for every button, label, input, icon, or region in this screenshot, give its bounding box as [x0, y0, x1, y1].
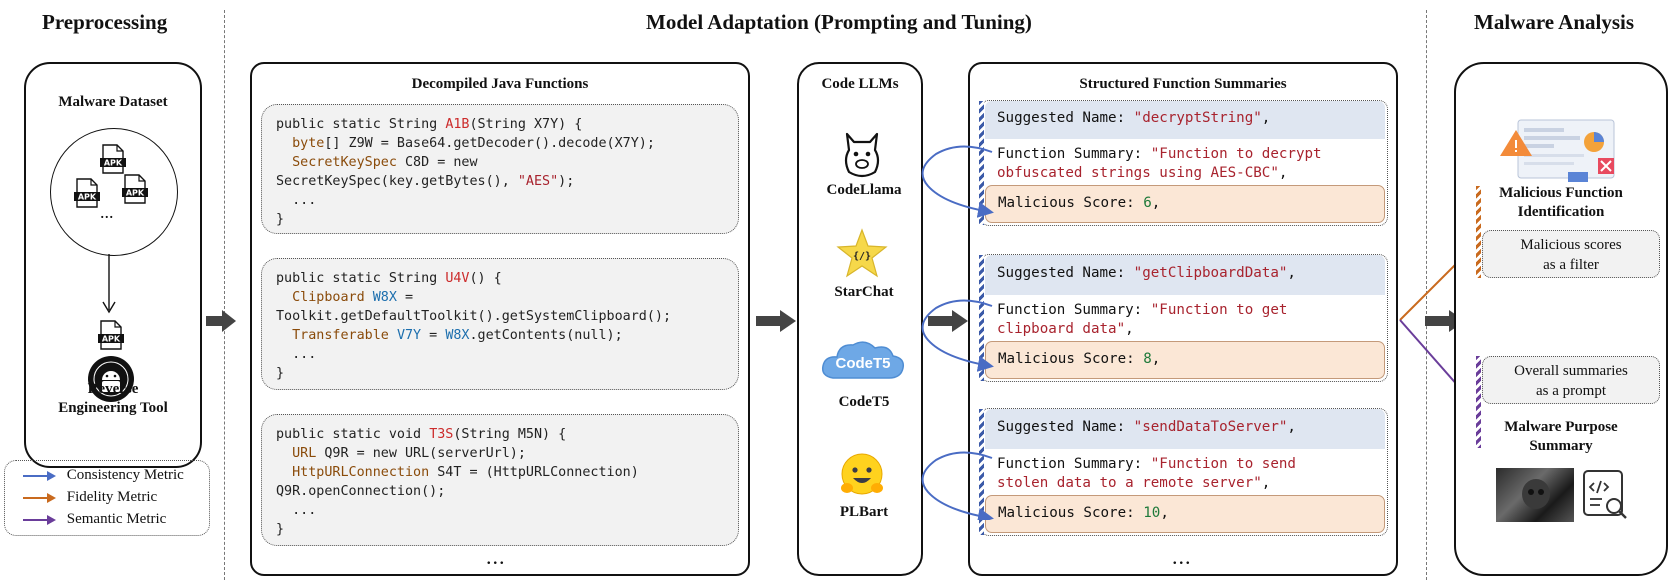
malicious-identification-title: Malicious Function Identification	[1456, 184, 1666, 222]
function-summary-field: Function Summary: "Function to send stol…	[985, 451, 1385, 495]
legend-label: Semantic Metric	[66, 511, 167, 527]
prompt-box: Overall summaries as a prompt	[1482, 356, 1660, 404]
llm-title: Code LLMs	[821, 76, 899, 92]
decompiled-title: Decompiled Java Functions	[411, 76, 589, 92]
llm-panel: Code LLMs CodeLlama {/} StarChat CodeT5 …	[797, 62, 923, 576]
suggested-name-field: Suggested Name: "decryptString",	[985, 101, 1385, 139]
summary-group-2: Suggested Name: "getClipboardData", Func…	[979, 254, 1388, 382]
summaries-title: Structured Function Summaries	[1079, 76, 1287, 92]
purpose-title-line2: Summary	[1529, 438, 1593, 454]
dashboard-illustration-icon	[1500, 119, 1615, 182]
fidelity-hatch	[1476, 186, 1481, 278]
legend-consistency: Consistency Metric	[23, 467, 184, 484]
consistency-arrows	[921, 145, 994, 520]
star-icon: {/}	[836, 228, 888, 278]
llm-label-codellama: CodeLlama	[826, 182, 902, 198]
analysis-panel: Malicious Function Identification Malici…	[1454, 62, 1668, 576]
flow-arrow-icon	[756, 310, 796, 332]
malicious-title-line1: Malicious Function	[1499, 185, 1623, 201]
code-search-icon	[1583, 470, 1627, 519]
decompiled-panel: Decompiled Java Functions public static …	[250, 62, 750, 576]
starchat-logo-text: {/}	[853, 251, 871, 262]
flow-arrow-icon	[928, 310, 968, 332]
malicious-score-field: Malicious Score: 6,	[985, 185, 1385, 223]
llm-label-starchat: StarChat	[834, 284, 894, 300]
dataset-circle	[50, 128, 178, 256]
filter-line1: Malicious scores	[1520, 237, 1622, 253]
legend-fidelity: Fidelity Metric	[23, 489, 157, 506]
tool-label-line1: Reverse	[87, 381, 139, 397]
apk-icon: APK	[98, 320, 124, 350]
svg-text:APK: APK	[104, 159, 123, 168]
purpose-summary-title: Malware Purpose Summary	[1456, 418, 1666, 456]
summaries-ellipsis: ...	[1172, 544, 1192, 569]
preprocessing-panel: Malware Dataset APK APK APK ... APK Reve…	[24, 62, 202, 468]
codet5-cloud-icon: CodeT5	[821, 341, 905, 379]
skull-icon	[1522, 479, 1550, 509]
suggested-name-field: Suggested Name: "sendDataToServer",	[985, 409, 1385, 449]
dataset-ellipsis: ...	[100, 202, 114, 222]
consistency-hatch	[979, 409, 984, 535]
codet5-logo-text: CodeT5	[835, 355, 890, 372]
android-tool-icon	[88, 356, 134, 402]
prompt-line2: as a prompt	[1536, 383, 1606, 399]
malicious-title-line2: Identification	[1517, 204, 1605, 220]
down-arrow-icon	[102, 254, 116, 314]
legend-semantic: Semantic Metric	[23, 511, 166, 528]
filter-line2: as a filter	[1543, 257, 1599, 273]
orange-arrow-icon	[23, 492, 56, 503]
hugging-face-icon	[841, 453, 883, 495]
section-title-adaptation: Model Adaptation (Prompting and Tuning)	[646, 10, 1032, 34]
apk-icon: APK	[122, 174, 148, 204]
function-summary-field: Function Summary: "Function to decrypt o…	[985, 141, 1385, 185]
consistency-hatch	[979, 101, 984, 225]
summary-group-1: Suggested Name: "decryptString", Functio…	[979, 100, 1388, 226]
blue-arrow-icon	[23, 470, 56, 481]
malicious-score-field: Malicious Score: 10,	[985, 495, 1385, 533]
section-divider-left	[224, 10, 225, 580]
tool-label-line2: Engineering Tool	[58, 400, 168, 416]
code-block-3: public static void T3S(String M5N) { URL…	[261, 414, 739, 546]
malicious-score-field: Malicious Score: 8,	[985, 341, 1385, 379]
suggested-name-field: Suggested Name: "getClipboardData",	[985, 255, 1385, 295]
dataset-title: Malware Dataset	[58, 94, 168, 110]
flow-arrow-icon	[206, 310, 236, 332]
legend-label: Fidelity Metric	[66, 489, 158, 505]
code-block-1: public static String A1B(String X7Y) { b…	[261, 104, 739, 234]
llm-label-codet5: CodeT5	[838, 394, 890, 410]
function-summary-field: Function Summary: "Function to get clipb…	[985, 297, 1385, 341]
semantic-hatch	[1476, 356, 1481, 448]
llm-label-plbart: PLBart	[839, 504, 889, 520]
consistency-hatch	[979, 255, 984, 381]
code-block-2: public static String U4V() { Clipboard W…	[261, 258, 739, 390]
svg-text:APK: APK	[126, 189, 145, 198]
malicious-filter-box: Malicious scores as a filter	[1482, 230, 1660, 278]
legend-label: Consistency Metric	[66, 467, 184, 483]
apk-icon: APK	[74, 178, 100, 208]
apk-icon: APK	[100, 144, 126, 174]
summaries-panel: Structured Function Summaries Suggested …	[968, 62, 1398, 576]
malware-image	[1496, 468, 1574, 522]
section-title-analysis: Malware Analysis	[1474, 10, 1635, 34]
legend: Consistency Metric Fidelity Metric Seman…	[4, 460, 210, 536]
decompiled-ellipsis: ...	[486, 544, 506, 569]
llama-icon	[844, 132, 880, 178]
section-title-preprocessing: Preprocessing	[42, 10, 168, 34]
section-divider-right	[1426, 10, 1427, 580]
svg-text:APK: APK	[78, 193, 97, 202]
tool-label: Reverse Engineering Tool	[26, 380, 200, 418]
purpose-title-line1: Malware Purpose	[1504, 419, 1618, 435]
summary-group-3: Suggested Name: "sendDataToServer", Func…	[979, 408, 1388, 536]
purple-arrow-icon	[23, 514, 56, 525]
prompt-line1: Overall summaries	[1514, 363, 1628, 379]
svg-text:APK: APK	[102, 335, 121, 344]
